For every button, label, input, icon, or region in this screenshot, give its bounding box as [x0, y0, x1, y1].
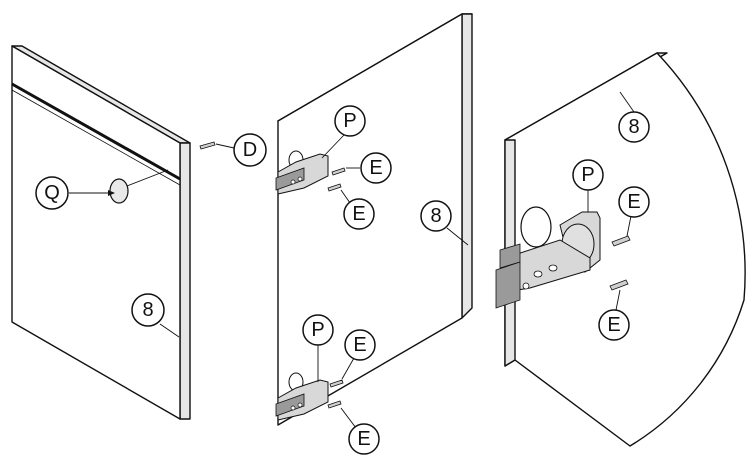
- detail-panel-face: [504, 52, 746, 447]
- callout-p-bottom: P: [302, 314, 334, 382]
- screw-e-bottom-2: [327, 400, 342, 409]
- screw-e-top-1: [331, 167, 346, 176]
- callout-q: Q: [35, 176, 115, 210]
- detail-hinge-screw-hole: [522, 282, 530, 290]
- callout-8-left-leader: [159, 323, 180, 338]
- callout-q-arrow: [108, 190, 115, 196]
- callout-q-ring: [35, 176, 69, 210]
- left-panel-top-rail: [11, 82, 181, 181]
- callout-e-detail-1-leader: [626, 215, 632, 237]
- callout-e-bottom-1: E: [341, 329, 376, 380]
- callout-8-middle-label: 8: [430, 205, 441, 227]
- knob-q: [109, 178, 129, 204]
- callout-p-top-ring: [334, 105, 366, 137]
- callout-e-top-1: E: [346, 152, 392, 184]
- callout-e-detail-2-ring: [598, 309, 630, 341]
- callout-e-bottom-2-leader: [340, 407, 357, 429]
- middle-hinge-top: [275, 153, 346, 195]
- callout-e-bottom-1-leader: [341, 357, 355, 380]
- left-panel-side-edge: [179, 142, 191, 420]
- callout-e-detail-1-ring: [618, 186, 650, 218]
- callout-e-top-2-label: E: [352, 203, 365, 225]
- middle-hinge-top-arm: [275, 167, 305, 191]
- callout-e-bottom-1-label: E: [353, 334, 366, 356]
- left-panel: [11, 45, 191, 420]
- detail-hole: [520, 206, 552, 248]
- detail-hinge-slot-2: [548, 264, 558, 272]
- callout-e-top-2: E: [340, 189, 375, 230]
- detail-hinge-slot-1: [533, 270, 543, 278]
- callout-p-bottom-label: P: [311, 319, 324, 341]
- callout-d-label: D: [243, 139, 257, 161]
- callout-p-detail-ring: [572, 159, 604, 191]
- callout-8-detail: 8: [618, 91, 650, 143]
- callout-e-bottom-2-label: E: [357, 428, 370, 450]
- callout-8-middle-ring: [420, 200, 452, 232]
- callout-d-ring: [233, 133, 267, 167]
- screw-e-detail-1: [611, 235, 631, 247]
- middle-hinge-top-screw-hole-2: [297, 176, 303, 182]
- callout-e-bottom-1-ring: [344, 329, 376, 361]
- callout-8-detail-ring: [618, 111, 650, 143]
- left-panel-rail-line: [11, 89, 181, 186]
- callout-e-top-1-label: E: [369, 157, 382, 179]
- detail-panel-bottom-line: [514, 359, 631, 447]
- callout-e-detail-2-leader: [615, 289, 621, 311]
- middle-hinge-top-screw-hole: [290, 179, 296, 185]
- middle-hinge-bottom-screw-hole-2: [297, 402, 303, 408]
- callout-d: D: [199, 133, 267, 167]
- detail-hinge: [495, 211, 631, 309]
- callout-e-top-2-leader: [340, 189, 351, 204]
- middle-hinge-bottom: [275, 379, 344, 421]
- callout-p-bottom-ring: [302, 314, 334, 346]
- callout-d-leader: [215, 143, 235, 149]
- callout-e-detail-2-label: E: [607, 314, 620, 336]
- callout-8-detail-label: 8: [628, 116, 639, 138]
- screw-e-top-2: [327, 183, 342, 192]
- middle-hinge-bottom-screw-hole: [290, 405, 296, 411]
- callout-e-detail-1-label: E: [627, 191, 640, 213]
- middle-panel-side-edge: [461, 13, 473, 319]
- callout-8-middle: 8: [420, 200, 469, 246]
- left-panel-face: [11, 45, 181, 420]
- callout-p-top-label: P: [343, 110, 356, 132]
- callout-8-left-ring: [131, 293, 165, 327]
- middle-hinge-bottom-arm: [275, 393, 305, 417]
- callout-8-detail-leader: [619, 91, 635, 113]
- callout-q-label: Q: [44, 182, 60, 204]
- knob-dashed-line: [126, 169, 169, 187]
- callout-e-top-1-ring: [360, 152, 392, 184]
- callout-p-top-leader: [321, 134, 345, 159]
- screw-e-bottom-1: [329, 379, 344, 388]
- callout-8-middle-leader: [446, 227, 469, 246]
- callout-p-detail-label: P: [581, 164, 594, 186]
- callout-e-bottom-2: E: [340, 407, 380, 455]
- callout-p-detail: P: [572, 159, 604, 212]
- screw-d: [199, 141, 216, 150]
- callout-e-top-2-ring: [343, 198, 375, 230]
- callout-8-left: 8: [131, 293, 180, 338]
- screw-e-detail-2: [609, 279, 629, 291]
- callout-p-top: P: [321, 105, 366, 159]
- detail-hinge-mount: [495, 261, 521, 309]
- callout-e-detail-1: E: [618, 186, 650, 237]
- callout-e-detail-2: E: [598, 289, 630, 341]
- detail-hinge-mount-top: [499, 243, 521, 269]
- callout-8-left-label: 8: [142, 299, 153, 321]
- callout-e-bottom-2-ring: [348, 423, 380, 455]
